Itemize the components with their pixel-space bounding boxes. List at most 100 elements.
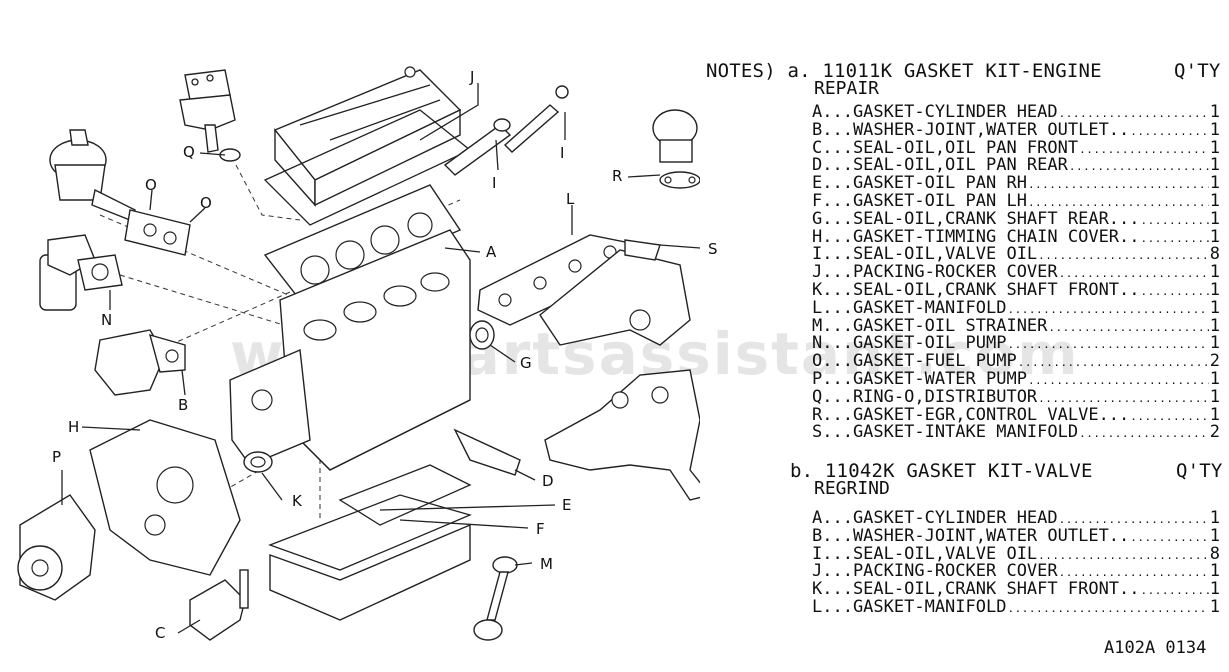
oil-strainer-part (473, 556, 518, 641)
part-quantity: 1 (1209, 137, 1220, 158)
leader-dots: ........................................… (1048, 320, 1208, 334)
head-gasket-part (263, 184, 462, 301)
callout-label: F (536, 520, 545, 538)
parts-list-row: A...GASKET-CYLINDER HEAD................… (812, 102, 1220, 122)
parts-list-row: K...SEAL-OIL,CRANK SHAFT FRONT..........… (812, 279, 1220, 300)
leader-dots: ........................................… (1068, 160, 1209, 174)
kit-b-title-cont: REGRIND (814, 478, 890, 499)
part-description: O...GASKET-FUEL PUMP (812, 351, 1017, 372)
part-quantity: 1 (1209, 368, 1220, 389)
oil-pump-part (39, 234, 123, 311)
leader-dots: ........................................… (1027, 195, 1209, 209)
part-description: M...GASKET-OIL STRAINER (812, 315, 1048, 336)
part-quantity: 1 (1209, 102, 1220, 122)
rocker-cover-part (263, 66, 472, 226)
parts-list-row: B...WASHER-JOINT,WATER OUTLET...........… (812, 527, 1220, 546)
parts-list-row: G...SEAL-OIL,CRANK SHAFT REAR...........… (812, 208, 1220, 229)
part-description: C...SEAL-OIL,OIL PAN FRONT (812, 137, 1079, 158)
kit-b-prefix: b. (790, 460, 814, 482)
part-description: K...SEAL-OIL,CRANK SHAFT FRONT.. (812, 579, 1140, 600)
kit-a-qty-header: Q'TY (1174, 60, 1221, 82)
callout-label: O (145, 176, 157, 194)
kit-b-section: b. 11042K GASKET KIT-VALVE Q'TY REGRIND … (706, 460, 1226, 617)
water-pump-part (17, 494, 96, 601)
leader-dots: ........................................… (1058, 107, 1209, 120)
figure-code: A102A 0134 (1104, 638, 1207, 658)
callout-label: I (492, 174, 496, 192)
part-quantity: 1 (1209, 579, 1220, 600)
alignment-dash (119, 274, 301, 331)
parts-list-row: L...GASKET-MANIFOLD.....................… (812, 598, 1220, 617)
part-quantity: 1 (1209, 386, 1220, 407)
part-quantity: 8 (1209, 543, 1220, 564)
part-description: S...GASKET-INTAKE MANIFOLD (812, 422, 1079, 443)
leader-dots: ........................................… (1058, 267, 1209, 281)
notes-prefix: NOTES) a. (706, 60, 811, 82)
exploded-engine-diagram: J Q I I O O A L R S N G B H P K D E F M … (17, 66, 700, 642)
leader-dots: ........................................… (1140, 284, 1209, 298)
leader-dots: ........................................… (1038, 548, 1209, 562)
callout-label: J (469, 68, 474, 86)
part-description: G...SEAL-OIL,CRANK SHAFT REAR... (812, 208, 1140, 229)
leader-dots: ........................................… (1079, 142, 1209, 156)
leader-dots: ........................................… (1130, 409, 1209, 423)
parts-list-row: S...GASKET-INTAKE MANIFOLD..............… (812, 424, 1220, 442)
part-quantity: 1 (1209, 279, 1220, 300)
kit-a-title: GASKET KIT-ENGINE (903, 60, 1102, 82)
part-description: J...PACKING-ROCKER COVER (812, 561, 1058, 582)
parts-list-row: C...SEAL-OIL,OIL PAN FRONT..............… (812, 137, 1220, 158)
parts-list-row: H...GASKET-TIMMING CHAIN COVER..........… (812, 226, 1220, 247)
parts-list-row: R...GASKET-EGR,CONTROL VALVE............… (812, 404, 1220, 425)
kit-b-header: b. 11042K GASKET KIT-VALVE Q'TY (706, 460, 1226, 482)
callout-label: G (520, 354, 532, 372)
part-quantity: 1 (1209, 561, 1220, 582)
parts-list-row: O...GASKET-FUEL PUMP....................… (812, 351, 1220, 372)
crankshaft-rear-seal-part (469, 320, 495, 350)
callout-label: B (178, 396, 188, 414)
callout-label-s: S (708, 240, 718, 258)
leader-dots: ........................................… (1079, 427, 1209, 441)
callout-label: K (292, 492, 303, 510)
callout-label: O (200, 194, 212, 212)
leader-dots: ........................................… (1007, 601, 1208, 615)
leader-dots: ........................................… (1058, 513, 1209, 526)
exhaust-manifold-part (544, 369, 700, 501)
part-quantity: 2 (1209, 351, 1220, 372)
parts-list-row: M...GASKET-OIL STRAINER.................… (812, 315, 1220, 336)
leader-dots: ........................................… (1007, 302, 1208, 316)
kit-a-item-list: A...GASKET-CYLINDER HEAD................… (706, 102, 1226, 442)
parts-list-row: B...WASHER-JOINT,WATER OUTLET...........… (812, 119, 1220, 140)
part-description: B...WASHER-JOINT,WATER OUTLET.. (812, 119, 1130, 140)
callout-label: H (68, 418, 79, 436)
part-description: H...GASKET-TIMMING CHAIN COVER.. (812, 226, 1140, 247)
valve-seal-part (443, 85, 569, 176)
parts-list-row: I...SEAL-OIL,VALVE OIL..................… (812, 543, 1220, 564)
part-quantity: 1 (1209, 173, 1220, 194)
oil-pan-part (268, 428, 521, 621)
part-quantity: 1 (1209, 190, 1220, 211)
callout-label: N (101, 311, 112, 329)
part-quantity: 1 (1209, 226, 1220, 247)
part-quantity: 1 (1209, 262, 1220, 283)
water-outlet-part (94, 329, 186, 396)
crankshaft-front-seal-part (243, 451, 273, 473)
callout-label: Q (183, 143, 195, 161)
parts-list-row: L...GASKET-MANIFOLD.....................… (812, 297, 1220, 318)
parts-list-row: A...GASKET-CYLINDER HEAD................… (812, 509, 1220, 528)
part-quantity: 1 (1209, 404, 1220, 425)
callout-label: D (542, 472, 554, 490)
parts-list-row: E...GASKET-OIL PAN RH...................… (812, 173, 1220, 194)
parts-list-row: J...PACKING-ROCKER COVER................… (812, 262, 1220, 283)
part-description: L...GASKET-MANIFOLD (812, 297, 1007, 318)
kit-a-header: NOTES) a. 11011K GASKET KIT-ENGINE Q'TY (706, 60, 1226, 82)
leader-dots: ........................................… (1007, 338, 1208, 352)
leader-dots: ........................................… (1027, 178, 1209, 192)
kit-a-section: NOTES) a. 11011K GASKET KIT-ENGINE Q'TY … (706, 60, 1226, 442)
leader-dots: ........................................… (1027, 373, 1209, 387)
parts-list-row: F...GASKET-OIL PAN LH...................… (812, 190, 1220, 211)
part-quantity: 1 (1209, 208, 1220, 229)
part-description: F...GASKET-OIL PAN LH (812, 190, 1027, 211)
egr-valve-part (652, 109, 700, 189)
parts-list-row: N...GASKET-OIL PUMP.....................… (812, 335, 1220, 353)
leader-dots: ........................................… (1017, 356, 1209, 370)
